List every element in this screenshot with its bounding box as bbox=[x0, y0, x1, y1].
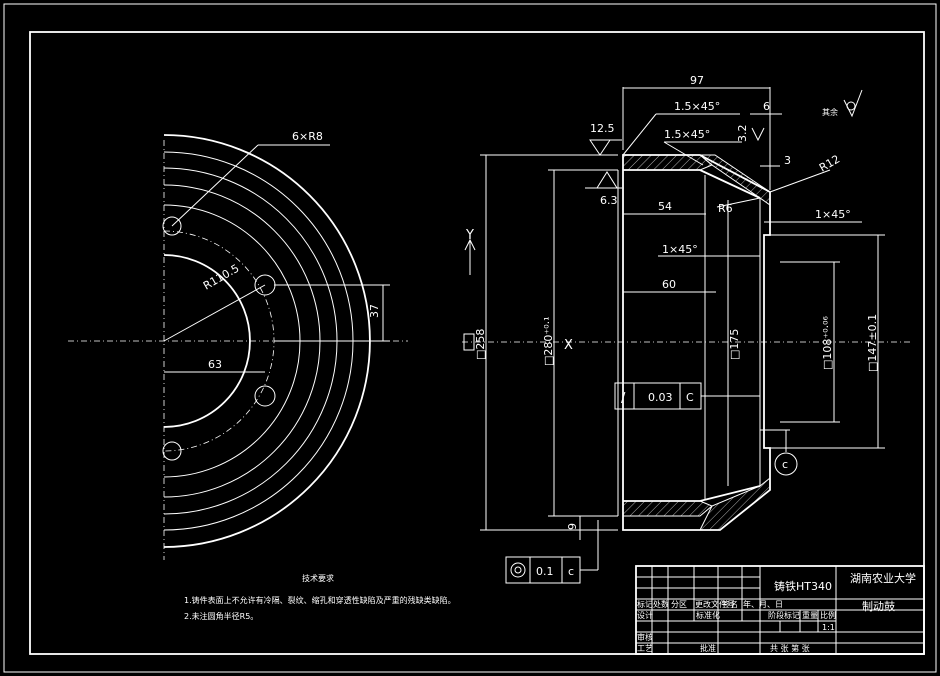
notes-title: 技术要求 bbox=[302, 573, 334, 583]
dia-outer: □280⁺⁰·¹ bbox=[542, 316, 555, 366]
tb-zone-label: 分区 bbox=[671, 600, 687, 609]
technical-notes: 技术要求 1.铸件表面上不允许有冷隔、裂纹、缩孔和穿透性缺陷及严重的残缺类缺陷。… bbox=[184, 573, 456, 621]
tb-ratio-label: 比例 bbox=[820, 610, 836, 620]
roughness-12-5: 12.5 bbox=[590, 122, 615, 135]
roughness-6-3: 6.3 bbox=[600, 194, 618, 207]
dim-63: 63 bbox=[208, 358, 222, 371]
tb-review-label: 审核 bbox=[637, 632, 653, 642]
dim-37: 37 bbox=[368, 304, 381, 318]
tb-mark-label: 标记 bbox=[637, 599, 653, 609]
radius-r6: R6 bbox=[718, 202, 733, 215]
runout-tolerance-frame: / 0.03 C bbox=[614, 382, 760, 410]
runout-symbol: / bbox=[621, 391, 626, 406]
tb-material: 铸铁HT340 bbox=[774, 579, 832, 593]
dim-60: 60 bbox=[662, 278, 676, 291]
radius-r12: R12 bbox=[817, 153, 842, 175]
runout-value: 0.03 bbox=[648, 391, 673, 404]
dia-147: □147±0.1 bbox=[866, 314, 879, 372]
datum-c-label: c bbox=[782, 458, 788, 471]
dim-9: 9 bbox=[566, 523, 579, 530]
bolt-hole bbox=[254, 385, 276, 407]
tb-part-name: 制动鼓 bbox=[862, 599, 895, 613]
section-view: Y X 97 1.5×45° 6 12.5 1.5×45° 3.2 bbox=[462, 74, 910, 571]
coaxiality-value: 0.1 bbox=[536, 565, 554, 578]
notes-item-1: 1.铸件表面上不允许有冷隔、裂纹、缩孔和穿透性缺陷及严重的残缺类缺陷。 bbox=[184, 595, 456, 605]
left-view: 6×R8 R110.5 63 37 bbox=[68, 130, 408, 560]
notes-item-2: 2.未注圆角半径R5。 bbox=[184, 611, 258, 621]
tb-change-label: 更改文件号 bbox=[695, 599, 735, 609]
dia-175: □175 bbox=[728, 329, 741, 360]
tb-standard-label: 标准化 bbox=[696, 610, 720, 620]
tb-approve-label: 批准 bbox=[700, 643, 716, 653]
runout-datum: C bbox=[686, 391, 694, 404]
tb-process-label: 工艺 bbox=[637, 644, 653, 653]
tb-scale: 1:1 bbox=[822, 623, 835, 632]
tb-date-label: 年、月、日 bbox=[743, 599, 783, 609]
roughness-3-2: 3.2 bbox=[736, 125, 749, 143]
tb-designer-label: 设计 bbox=[637, 610, 653, 620]
chamfer-top: 1.5×45° bbox=[674, 100, 720, 113]
bolt-hole bbox=[162, 216, 182, 236]
title-block: 标记 处数 分区 更改文件号 签名 年、月、日 设计 标准化 阶段标记 重量 比… bbox=[635, 565, 925, 655]
coaxiality-datum: c bbox=[568, 565, 574, 578]
tb-weight-label: 重量 bbox=[802, 610, 818, 620]
sheet-border-inner bbox=[29, 31, 925, 655]
tb-school: 湖南农业大学 bbox=[850, 571, 916, 585]
axis-y-label: Y bbox=[465, 228, 474, 243]
tb-sign-label: 签名 bbox=[722, 599, 738, 609]
dia-108: □108⁺⁰·⁰⁶ bbox=[821, 315, 834, 370]
bolt-hole bbox=[162, 441, 182, 461]
tb-sheets-label: 共 张 第 张 bbox=[770, 643, 810, 653]
dim-97: 97 bbox=[690, 74, 704, 87]
dim-54: 54 bbox=[658, 200, 672, 213]
coaxiality-tolerance-frame: 0.1 c bbox=[505, 556, 581, 584]
tb-count-label: 处数 bbox=[653, 599, 669, 609]
chamfer-1x45-left: 1×45° bbox=[662, 243, 698, 256]
chamfer-1x45-right: 1×45° bbox=[815, 208, 851, 221]
tb-stage-label: 阶段标记 bbox=[768, 610, 800, 620]
dim-6: 6 bbox=[763, 100, 770, 113]
chamfer-inner: 1.5×45° bbox=[664, 128, 710, 141]
axis-x-label: X bbox=[564, 338, 573, 353]
holes-callout: 6×R8 bbox=[292, 130, 323, 143]
dia-left: □258 bbox=[474, 329, 487, 360]
dim-3: 3 bbox=[784, 154, 791, 167]
sheet-border-outer bbox=[3, 3, 937, 673]
roughness-note: 其余 bbox=[822, 107, 838, 117]
